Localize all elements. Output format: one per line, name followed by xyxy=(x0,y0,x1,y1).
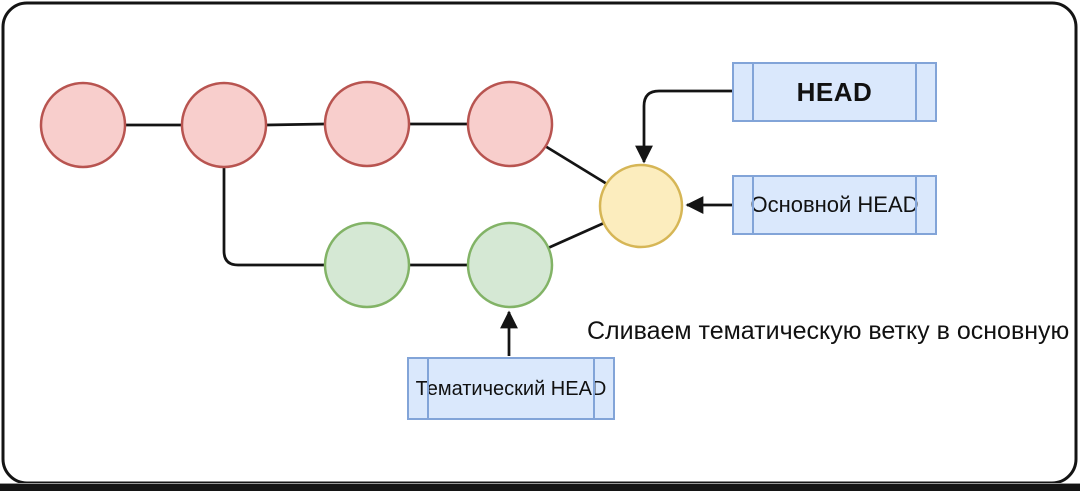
diagram-caption: Сливаем тематическую ветку в основную xyxy=(587,317,1070,345)
topic-commit-1 xyxy=(323,221,411,309)
main-commit-3 xyxy=(323,80,411,168)
head-pointer-box: HEAD xyxy=(732,62,937,122)
edge-topic-2-merge xyxy=(547,221,605,250)
main-head-pointer-label: Основной HEAD xyxy=(750,192,919,217)
topic-head-pointer-box: Тематический HEAD xyxy=(407,357,615,420)
head-pointer-label: HEAD xyxy=(796,77,873,107)
topic-commit-2 xyxy=(466,221,554,309)
box-left-bar xyxy=(427,359,429,418)
head-arrow xyxy=(635,89,732,164)
main-head-pointer-box: Основной HEAD xyxy=(732,175,937,235)
merge-commit xyxy=(598,163,684,249)
bottom-edge-bar xyxy=(0,483,1080,491)
main-commit-2 xyxy=(180,81,268,169)
edge-main-2-3 xyxy=(265,122,326,127)
box-left-bar xyxy=(752,177,754,233)
edge-main-4-merge xyxy=(544,144,608,186)
topic-head-pointer-label: Тематический HEAD xyxy=(415,377,607,400)
box-right-bar xyxy=(915,177,917,233)
main-commit-4 xyxy=(466,80,554,168)
box-left-bar xyxy=(752,64,754,120)
main-commit-1 xyxy=(39,81,127,169)
box-right-bar xyxy=(915,64,917,120)
box-right-bar xyxy=(593,359,595,418)
edge-branch-off xyxy=(222,167,325,267)
